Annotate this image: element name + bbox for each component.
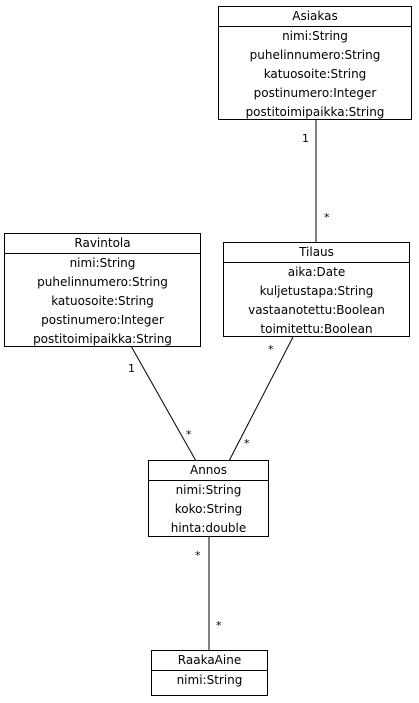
- association-tilaus-annos: [228, 336, 294, 462]
- class-name: Ravintola: [5, 234, 200, 254]
- attribute: koko:String: [174, 502, 243, 516]
- class-name: Annos: [149, 461, 268, 481]
- class-name: RaakaAine: [152, 651, 267, 671]
- multiplicity-annos-end-tilaus: *: [244, 437, 250, 450]
- multiplicity-tilaus-end-annos: *: [268, 343, 274, 356]
- attribute: aika:Date: [287, 265, 346, 279]
- attribute: puhelinnumero:String: [37, 275, 168, 289]
- association-ravintola-annos: [130, 345, 197, 462]
- attribute-list: nimi:String koko:String hinta:double: [149, 481, 268, 538]
- attribute: toimitettu:Boolean: [260, 322, 373, 336]
- multiplicity-annos-end-ravintola: *: [186, 428, 192, 441]
- attribute: nimi:String: [176, 673, 243, 687]
- attribute: postinumero:Integer: [41, 313, 164, 327]
- multiplicity-tilaus-end: *: [324, 211, 330, 224]
- attribute-list: nimi:String: [152, 671, 267, 690]
- attribute-list: nimi:String puhelinnumero:String katuoso…: [5, 254, 200, 349]
- multiplicity-annos-end-raakaaine: *: [195, 549, 201, 562]
- attribute-list: aika:Date kuljetustapa:String vastaanote…: [224, 263, 409, 339]
- class-tilaus: Tilaus aika:Date kuljetustapa:String vas…: [223, 242, 410, 337]
- multiplicity-ravintola-end: 1: [128, 362, 135, 375]
- attribute: vastaanotettu:Boolean: [248, 303, 385, 317]
- attribute: hinta:double: [170, 521, 247, 535]
- attribute: katuosoite:String: [51, 294, 154, 308]
- class-annos: Annos nimi:String koko:String hinta:doub…: [148, 460, 269, 537]
- attribute: nimi:String: [282, 29, 348, 43]
- class-ravintola: Ravintola nimi:String puhelinnumero:Stri…: [4, 233, 201, 347]
- class-asiakas: Asiakas nimi:String puhelinnumero:String…: [218, 6, 412, 120]
- multiplicity-asiakas-end: 1: [302, 132, 309, 145]
- attribute: katuosoite:String: [263, 67, 367, 81]
- attribute-list: nimi:String puhelinnumero:String katuoso…: [219, 27, 411, 122]
- attribute: puhelinnumero:String: [249, 48, 381, 62]
- class-name: Tilaus: [224, 243, 409, 263]
- attribute: nimi:String: [69, 256, 136, 270]
- class-name: Asiakas: [219, 7, 411, 27]
- class-raakaaine: RaakaAine nimi:String: [151, 650, 268, 696]
- attribute: nimi:String: [175, 483, 242, 497]
- attribute: postitoimipaikka:String: [245, 105, 385, 119]
- attribute: kuljetustapa:String: [259, 284, 374, 298]
- attribute: postitoimipaikka:String: [33, 332, 172, 346]
- attribute: postinumero:Integer: [253, 86, 377, 100]
- multiplicity-raakaaine-end: *: [216, 619, 222, 632]
